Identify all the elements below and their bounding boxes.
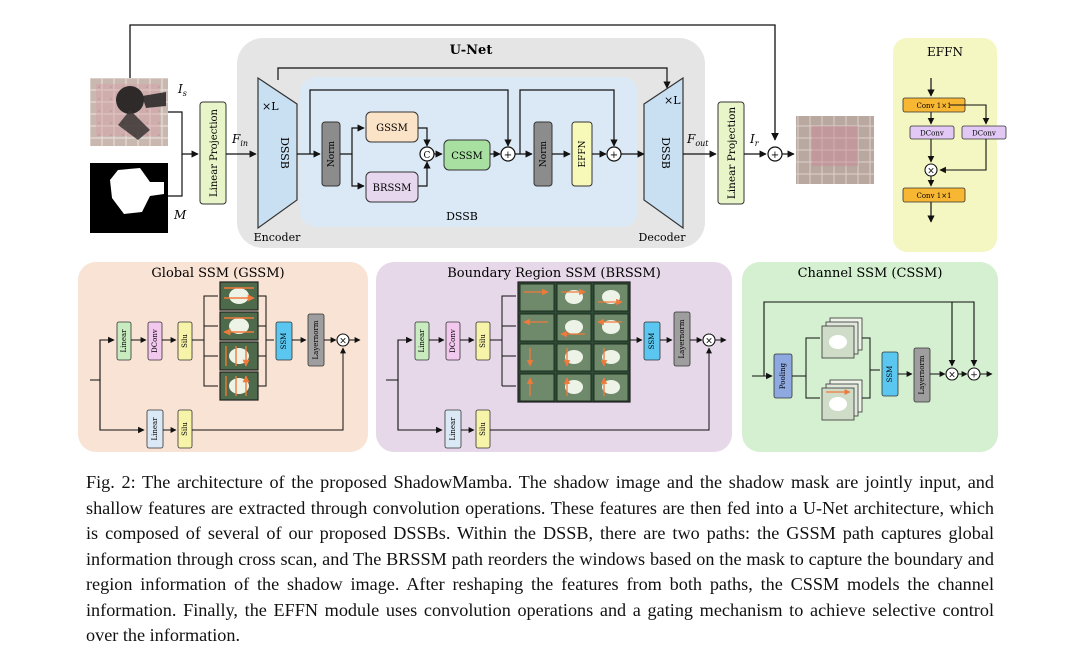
cssm-layernorm bbox=[913, 347, 931, 403]
cssm-pooling-label: Pooling bbox=[779, 362, 787, 389]
cssm-layernorm-label: Layernorm bbox=[918, 355, 926, 394]
gssm-ssm-label: SSM bbox=[280, 333, 288, 350]
brssm-panel-title: Boundary Region SSM (BRSSM) bbox=[447, 266, 661, 281]
decoder-label: Decoder bbox=[639, 231, 687, 244]
add-op-1-symbol: + bbox=[504, 150, 512, 161]
brssm-layernorm bbox=[673, 311, 691, 367]
cssm-multiply-symbol: × bbox=[948, 371, 956, 381]
brssm-ssm bbox=[643, 321, 661, 361]
gssm-multiply-symbol: × bbox=[339, 337, 347, 347]
gssm-silu-2 bbox=[177, 409, 193, 449]
effn-dconv-right-label: DConv bbox=[972, 130, 996, 138]
effn-panel-title: EFFN bbox=[927, 45, 963, 59]
norm-2-label: Norm bbox=[539, 140, 549, 167]
brssm-silu-1-label: Silu bbox=[479, 334, 487, 348]
effn-dconv-left-label: DConv bbox=[920, 130, 944, 138]
brssm-linear-1 bbox=[414, 321, 430, 361]
effn-conv-top-label: Conv 1×1 bbox=[916, 102, 951, 110]
unet-title: U-Net bbox=[450, 43, 493, 58]
cssm-block-label: CSSM bbox=[451, 151, 482, 162]
fin-label: Fin bbox=[231, 132, 248, 148]
dssb-group-label: DSSB bbox=[446, 210, 478, 223]
gssm-linear-2-label: Linear bbox=[151, 417, 159, 441]
brssm-multiply-symbol: × bbox=[705, 337, 713, 347]
brssm-ssm-label: SSM bbox=[648, 333, 656, 350]
brssm-block-label: BRSSM bbox=[373, 183, 412, 194]
effn-dconv-right bbox=[961, 125, 1007, 140]
gssm-silu-1-label: Silu bbox=[181, 334, 189, 348]
figure-caption: Fig. 2: The architecture of the proposed… bbox=[86, 472, 994, 645]
brssm-silu-2 bbox=[475, 409, 491, 449]
gssm-silu-2-label: Silu bbox=[181, 422, 189, 436]
cssm-panel-title: Channel SSM (CSSM) bbox=[798, 266, 943, 281]
brssm-silu-1 bbox=[475, 321, 491, 361]
effn-dconv-left bbox=[909, 125, 955, 140]
shadow-image bbox=[90, 78, 168, 146]
gssm-layernorm-label: Layernorm bbox=[312, 320, 320, 359]
encoder-trapezoid bbox=[257, 76, 298, 230]
gssm-linear-2 bbox=[146, 409, 164, 449]
brssm-linear-1-label: Linear bbox=[418, 329, 426, 353]
add-op-final-symbol: + bbox=[771, 150, 779, 161]
cssm-ssm-label: SSM bbox=[886, 366, 894, 383]
brssm-dconv-label: DConv bbox=[449, 329, 457, 353]
linear-projection-out bbox=[717, 101, 745, 205]
brssm-silu-2-label: Silu bbox=[479, 422, 487, 436]
output-image bbox=[796, 116, 874, 184]
decoder-dssb-label: DSSB bbox=[659, 137, 672, 169]
gssm-block-label: GSSM bbox=[376, 123, 408, 134]
brssm-window-grid bbox=[517, 281, 631, 403]
gssm-scan-grid bbox=[220, 281, 258, 401]
gssm-panel-title: Global SSM (GSSM) bbox=[151, 266, 284, 281]
ir-label: Ir bbox=[749, 132, 760, 148]
cssm-add-symbol: + bbox=[970, 371, 978, 381]
add-op-2-symbol: + bbox=[610, 150, 618, 161]
gssm-linear-1 bbox=[116, 321, 132, 361]
brssm-layernorm-label: Layernorm bbox=[678, 319, 686, 358]
linear-projection-in-label: Linear Projection bbox=[209, 108, 220, 197]
effn-multiply-symbol: × bbox=[927, 167, 935, 177]
fout-label: Fout bbox=[686, 132, 709, 148]
cssm-block bbox=[443, 139, 491, 171]
mask-label: M bbox=[173, 208, 187, 222]
gssm-block bbox=[365, 111, 419, 143]
architecture-figure: U-Net DSSB Is M Linear Projection Fin DS… bbox=[78, 24, 1007, 452]
cssm-feature-stack-bottom bbox=[821, 379, 863, 421]
effn-panel bbox=[893, 38, 997, 252]
shadow-mask bbox=[90, 163, 168, 233]
decoder-trapezoid bbox=[643, 76, 684, 230]
concat-symbol: C bbox=[424, 151, 431, 161]
brssm-dconv bbox=[445, 321, 461, 361]
effn-conv-bottom-label: Conv 1×1 bbox=[916, 192, 951, 200]
encoder-label: Encoder bbox=[254, 231, 301, 244]
gssm-ssm bbox=[275, 321, 293, 361]
effn-conv-bottom bbox=[902, 187, 966, 203]
encoder-dssb-label: DSSB bbox=[278, 137, 291, 169]
linear-projection-in bbox=[199, 101, 227, 205]
gssm-silu-1 bbox=[177, 321, 193, 361]
is-label: Is bbox=[177, 82, 187, 98]
gssm-dconv-label: DConv bbox=[151, 329, 159, 353]
brssm-block bbox=[365, 171, 419, 203]
norm-1-label: Norm bbox=[327, 140, 337, 167]
global-skip-line bbox=[129, 24, 779, 141]
decoder-repeat: ×L bbox=[664, 94, 681, 107]
cssm-feature-stack-top bbox=[821, 317, 863, 359]
gssm-linear-1-label: Linear bbox=[120, 329, 128, 353]
encoder-repeat: ×L bbox=[262, 100, 279, 113]
brssm-linear-2-label: Linear bbox=[449, 417, 457, 441]
effn-block-label: EFFN bbox=[578, 140, 588, 167]
brssm-linear-2 bbox=[444, 409, 462, 449]
gssm-dconv bbox=[147, 321, 163, 361]
linear-projection-out-label: Linear Projection bbox=[726, 107, 738, 200]
